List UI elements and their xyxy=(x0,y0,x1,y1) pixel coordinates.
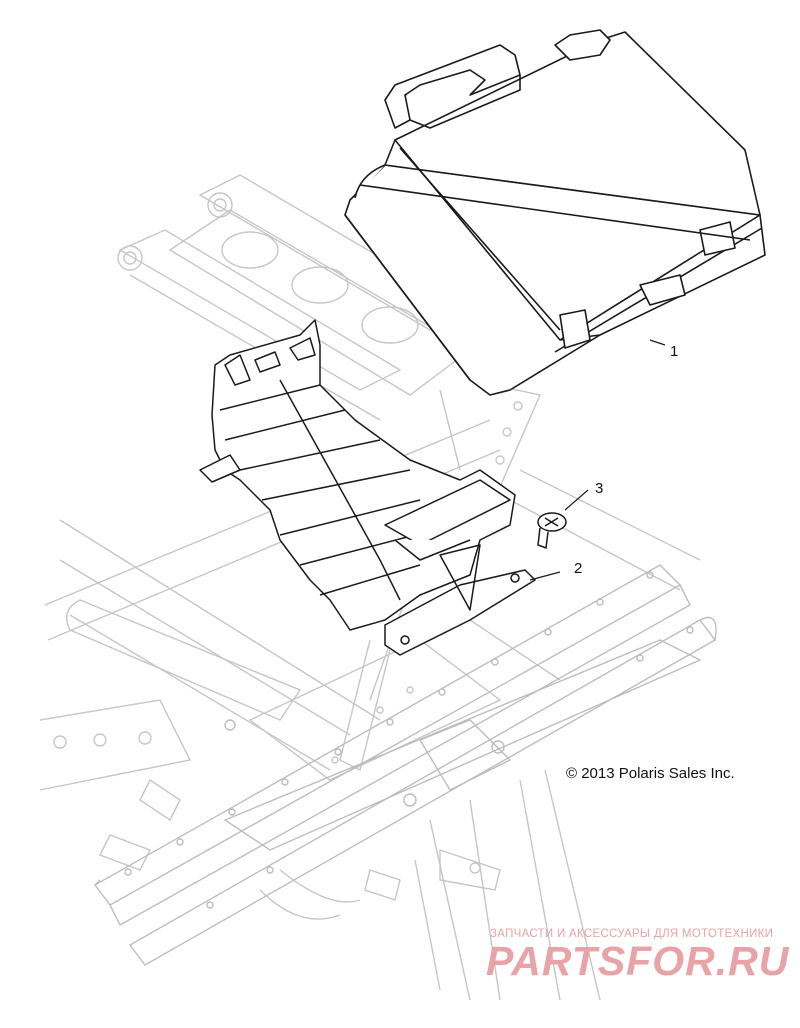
copyright-notice: © 2013 Polaris Sales Inc. xyxy=(566,765,735,782)
callout-1: 1 xyxy=(670,343,679,360)
callout-3: 3 xyxy=(595,480,604,497)
vehicle-frame xyxy=(39,174,701,1001)
part-2-heat-shield xyxy=(199,319,536,656)
frame-rail xyxy=(93,564,717,966)
watermark-logo: PARTSFOR.RU xyxy=(486,938,790,984)
part-3-push-rivet xyxy=(537,512,567,550)
callout-2: 2 xyxy=(574,560,583,577)
watermark-tagline: ЗАПЧАСТИ И АКСЕССУАРЫ ДЛЯ МОТОТЕХНИКИ xyxy=(490,928,774,940)
part-1-box xyxy=(344,29,766,396)
leader-lines xyxy=(529,339,666,581)
